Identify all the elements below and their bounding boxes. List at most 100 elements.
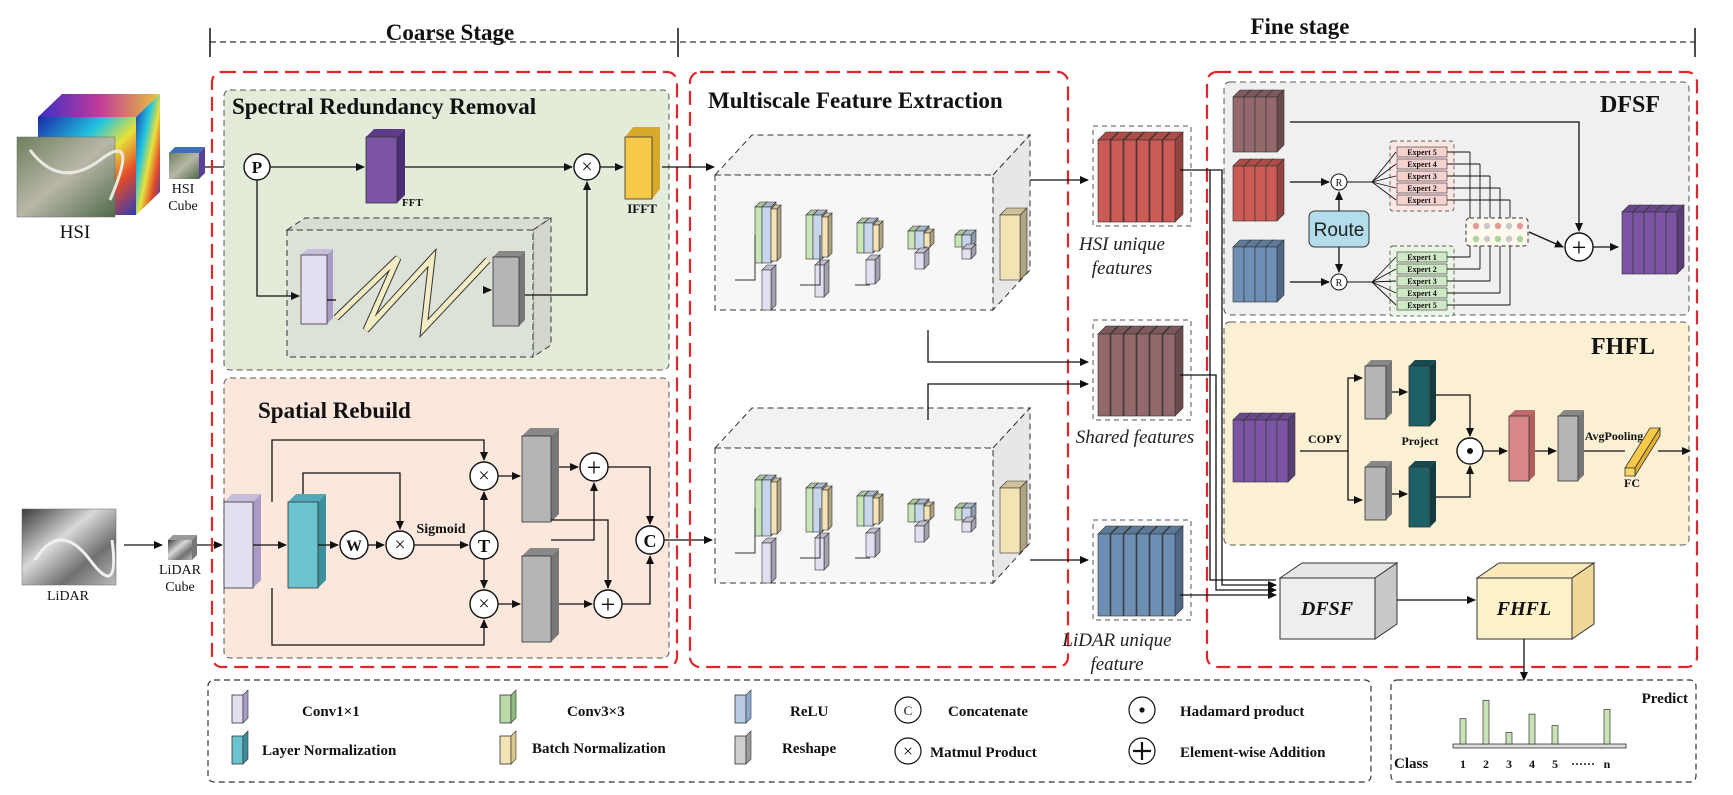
legend-conv1: Conv1×1: [231, 689, 360, 724]
predict-bar: [1551, 725, 1559, 745]
expert-expert-3: Expert 3: [1396, 275, 1448, 287]
gate-dot: [1494, 235, 1502, 243]
layernorm-block: [287, 494, 326, 589]
batchnorm-block: [821, 485, 833, 531]
svg-text:+: +: [587, 453, 602, 482]
svg-text:Element-wise Addition: Element-wise Addition: [1180, 745, 1326, 761]
svg-text:×: ×: [478, 465, 489, 487]
expert-label: Expert 2: [1407, 184, 1437, 193]
conv1x1-block: [865, 254, 881, 285]
batchnorm-block: [872, 220, 884, 252]
legend-reshape: Reshape: [734, 730, 837, 765]
legend-matmul: × Matmul Product: [894, 737, 1037, 765]
expert-expert-1: Expert 1: [1396, 251, 1448, 263]
conv1x1-block: [814, 532, 830, 571]
svg-text:C: C: [644, 531, 657, 551]
class-tick: 3: [1506, 757, 1512, 771]
svg-text:Cube: Cube: [165, 580, 195, 595]
svg-text:Concatenate: Concatenate: [948, 704, 1028, 720]
svg-text:P: P: [252, 158, 262, 177]
mfe-branch-hsi: [713, 133, 1032, 312]
svg-text:Matmul Product: Matmul Product: [930, 745, 1037, 761]
coarse-stage-label: Coarse Stage: [386, 20, 514, 45]
avgpooling-label: AvgPooling: [1585, 429, 1643, 443]
batchnorm-block: [770, 477, 782, 535]
svg-text:Cube: Cube: [168, 199, 198, 214]
fhfl-title: FHFL: [1591, 334, 1655, 360]
feat-shared-stack-slice: [1162, 325, 1184, 417]
svg-text:R: R: [1336, 178, 1343, 189]
srr-title: Spectral Redundancy Removal: [232, 94, 536, 119]
conv-block-lidar: [223, 494, 261, 589]
spectral-redundancy-removal: Spectral Redundancy Removal P FFT × IFFT: [223, 89, 670, 371]
gate-dot: [1483, 235, 1491, 243]
expert-label: Expert 3: [1407, 277, 1437, 286]
coarse-stage-box: [210, 70, 679, 669]
hsi-input: HSI HSI Cube: [16, 94, 245, 243]
conv1x1-block: [961, 516, 977, 533]
dfsf-shared-slice: [1265, 89, 1285, 153]
feat-shared-stack: [1097, 325, 1184, 417]
mfe-branch-lidar: [713, 406, 1032, 585]
lidar-label: LiDAR: [47, 589, 90, 604]
gate-dot: [1516, 222, 1524, 230]
dfsf-block: DFSF: [1278, 562, 1399, 640]
reshape-top: [521, 428, 559, 523]
expert-expert-3: Expert 3: [1396, 170, 1448, 182]
feat-lidar-stack-slice: [1162, 525, 1184, 617]
dfsf-input-stacks: [1232, 89, 1285, 303]
class-tick: 1: [1460, 757, 1466, 771]
fine-stage-box: [1205, 70, 1699, 669]
gate-dot: [1516, 235, 1524, 243]
gate-dot: [1505, 235, 1513, 243]
hsi-unique-features: [1092, 125, 1192, 227]
project-label: Project: [1401, 434, 1438, 448]
fhfl-input-slice: [1276, 412, 1296, 483]
svg-text:Reshape: Reshape: [782, 741, 837, 757]
expert-label: Expert 2: [1407, 265, 1437, 274]
svg-text:LiDAR: LiDAR: [159, 563, 202, 578]
dfsf-lidar: [1232, 239, 1285, 303]
gate-dot: [1505, 222, 1513, 230]
mfe-title: Multiscale Feature Extraction: [708, 88, 1003, 113]
svg-text:HSI unique: HSI unique: [1078, 234, 1165, 255]
feat-lidar-stack: [1097, 525, 1184, 617]
class-label: Class: [1394, 756, 1428, 772]
legend: Conv1×1 Conv3×3 ReLU C Concatenate Hadam…: [231, 689, 1326, 765]
conv1x1-block: [761, 537, 777, 584]
dfsf-output-stack: [1621, 204, 1685, 275]
expert-expert-2: Expert 2: [1396, 263, 1448, 275]
hsi-image: [16, 136, 116, 218]
hsi-cube: [169, 147, 205, 179]
legend-conv3: Conv3×3: [499, 689, 625, 724]
legend-relu: ReLU: [734, 689, 828, 724]
predict-bar: [1603, 709, 1611, 745]
lidar-unique-features: [1092, 519, 1192, 621]
conv1x1-block: [914, 520, 930, 543]
expert-expert-2: Expert 2: [1396, 182, 1448, 194]
dfsf-hsi-slice: [1265, 158, 1285, 222]
svg-text:+: +: [1572, 233, 1587, 262]
expert-label: Expert 4: [1407, 160, 1437, 169]
ifft-block: [624, 127, 660, 200]
expert-label: Expert 5: [1407, 301, 1437, 310]
pink-block: [1508, 410, 1535, 482]
svg-text:Layer Normalization: Layer Normalization: [262, 743, 397, 759]
predict-bar: [1482, 699, 1490, 745]
legend-box: [207, 679, 1372, 783]
svg-text:×: ×: [581, 156, 592, 178]
expert-label: Expert 5: [1407, 148, 1437, 157]
reshape-block: [492, 251, 525, 327]
svg-text:IFFT: IFFT: [627, 201, 657, 216]
svg-text:×: ×: [903, 741, 913, 761]
lidar-cube: [168, 535, 197, 560]
copy-label: COPY: [1308, 432, 1342, 446]
svg-text:C: C: [904, 703, 913, 718]
conv1x1-block: [961, 243, 977, 260]
relu-block: [961, 502, 977, 521]
svg-text:HSI: HSI: [172, 182, 195, 197]
svg-text:×: ×: [478, 593, 489, 615]
gate-dot: [1472, 235, 1480, 243]
